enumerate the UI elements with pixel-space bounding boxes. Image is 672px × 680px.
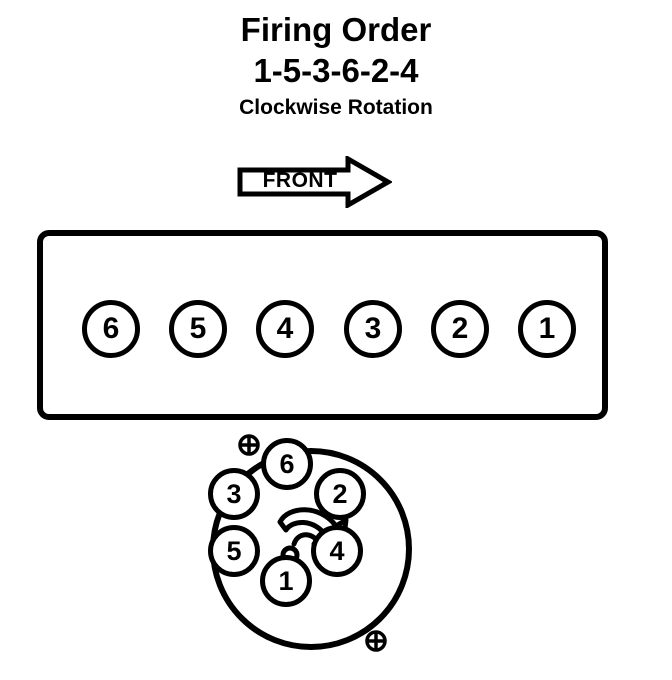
cylinder-2: 2	[431, 300, 489, 358]
front-label: FRONT	[262, 169, 338, 192]
distributor-terminal-2: 2	[314, 468, 366, 520]
distributor-terminal-1: 1	[260, 555, 312, 607]
distributor-terminal-6: 6	[261, 438, 313, 490]
title-block: Firing Order 1-5-3-6-2-4 Clockwise Rotat…	[0, 10, 672, 124]
cylinder-5: 5	[169, 300, 227, 358]
firing-order-sequence: 1-5-3-6-2-4	[253, 52, 419, 89]
page-title: Firing Order	[240, 11, 432, 48]
front-direction-indicator: FRONT	[236, 154, 394, 210]
cylinder-3: 3	[344, 300, 402, 358]
rotation-direction-label: Clockwise Rotation	[239, 96, 433, 119]
distributor-terminal-5: 5	[208, 525, 260, 577]
cylinder-4: 4	[256, 300, 314, 358]
distributor-terminal-4: 4	[311, 525, 363, 577]
right-arrow-icon	[237, 154, 394, 210]
cylinder-1: 1	[518, 300, 576, 358]
distributor-terminal-3: 3	[208, 468, 260, 520]
cylinder-6: 6	[82, 300, 140, 358]
engine-block: 6 5 4 3 2 1	[37, 230, 608, 420]
crosshair-screw-icon-top-left	[237, 433, 261, 457]
crosshair-screw-icon-bottom-right	[364, 629, 388, 653]
